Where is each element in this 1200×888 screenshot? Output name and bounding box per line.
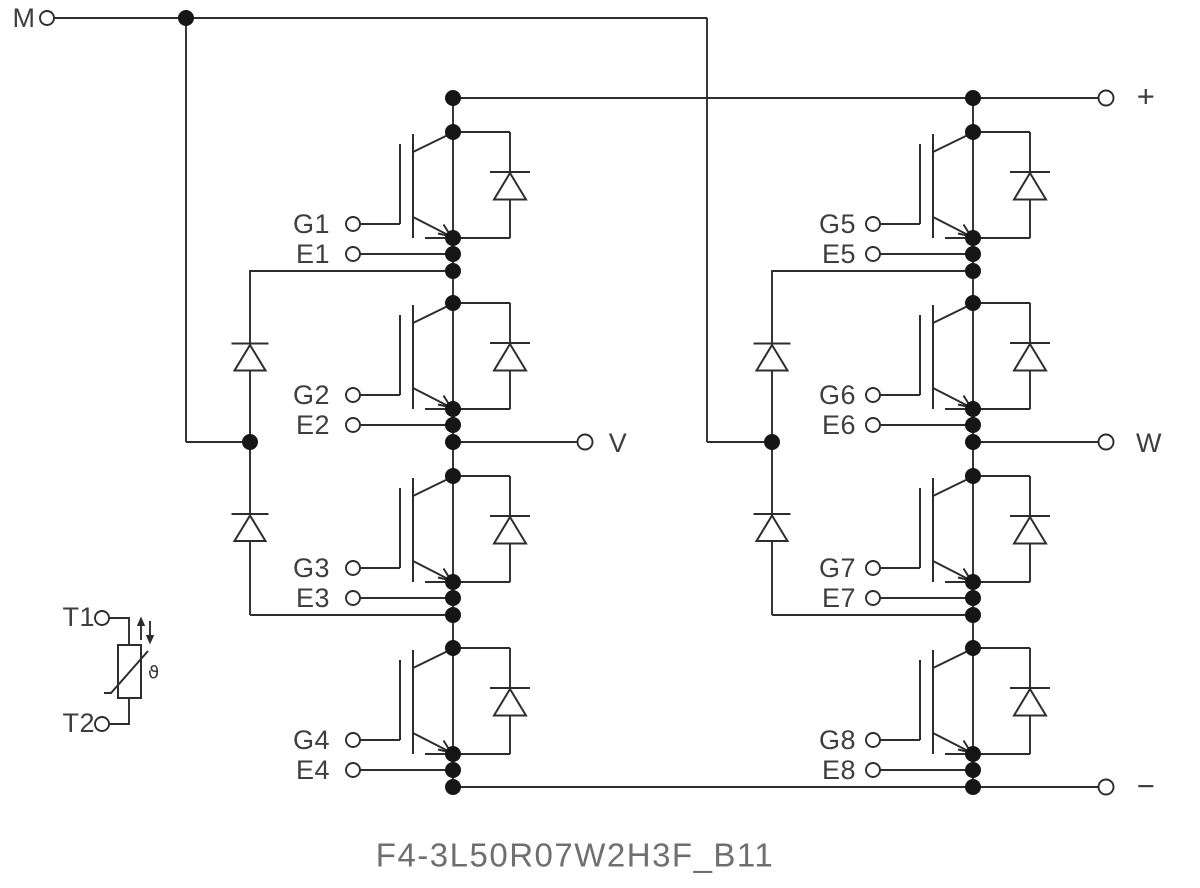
emitter-label-e1: E1 — [296, 239, 330, 269]
emitter-label-e7: E7 — [822, 583, 856, 613]
gate-label-g2: G2 — [293, 380, 330, 410]
terminal-minus — [1097, 778, 1115, 796]
gate-label-g7: G7 — [819, 553, 856, 583]
igbt-cell-q7 — [865, 467, 1051, 624]
clamp-diode-right-lower — [752, 513, 792, 542]
thermistor-body — [117, 644, 142, 699]
junction-dot — [242, 434, 258, 450]
wiring — [54, 17, 1099, 788]
terminal-plus — [1097, 89, 1115, 107]
thermistor-leads — [109, 617, 130, 725]
terminal-label-t2: T2 — [62, 708, 95, 738]
junction-dot — [445, 90, 461, 106]
terminal-t2 — [94, 716, 110, 732]
gate-label-g6: G6 — [819, 380, 856, 410]
part-number-title: F4-3L50R07W2H3F_B11 — [376, 837, 774, 874]
terminal-w — [1097, 433, 1115, 451]
gate-label-g1: G1 — [293, 209, 330, 239]
m-bus-wire — [54, 17, 772, 443]
gate-label-g8: G8 — [819, 725, 856, 755]
junction-dot — [965, 90, 981, 106]
igbt-cell-q8 — [865, 639, 1051, 796]
theta-symbol: ϑ — [148, 663, 159, 684]
terminal-label-t1: T1 — [62, 602, 95, 632]
terminal-label-w: W — [1136, 428, 1162, 458]
terminal-label-minus: − — [1137, 769, 1156, 804]
terminal-label-m: M — [13, 3, 36, 33]
junction-dot — [178, 10, 194, 26]
leg-w-pin-labels: G5 E5 G6 E6 G7 E7 G8 E8 — [819, 209, 856, 785]
junction-dot — [764, 434, 780, 450]
terminal-v — [576, 433, 594, 451]
bus-junction-dots — [178, 10, 981, 450]
clamp-diode-left-lower — [230, 513, 270, 542]
terminal-label-plus: + — [1137, 79, 1156, 114]
igbt-cell-q4 — [345, 639, 531, 796]
gate-label-g4: G4 — [293, 725, 330, 755]
temperature-arrows-icon — [136, 616, 155, 645]
clamp-diode-left-upper — [230, 342, 270, 372]
thermistor-diagonal — [104, 650, 149, 694]
emitter-label-e4: E4 — [296, 755, 330, 785]
emitter-label-e8: E8 — [822, 755, 856, 785]
emitter-label-e3: E3 — [296, 583, 330, 613]
terminal-t1 — [94, 610, 110, 626]
leg-v-pin-labels: G1 E1 G2 E2 G3 E3 G4 E4 — [293, 209, 330, 785]
igbt-cell-q1 — [345, 123, 531, 280]
gate-label-g5: G5 — [819, 209, 856, 239]
igbt-cell-q5 — [865, 123, 1051, 280]
gate-label-g3: G3 — [293, 553, 330, 583]
terminal-m — [39, 10, 55, 26]
clamp-diode-right-upper — [752, 342, 792, 372]
emitter-label-e6: E6 — [822, 410, 856, 440]
emitter-label-e2: E2 — [296, 410, 330, 440]
emitter-label-e5: E5 — [822, 239, 856, 269]
igbt-cell-q3 — [345, 467, 531, 624]
igbt-cell-q2 — [345, 294, 531, 451]
ntc-thermistor: ϑ — [94, 610, 159, 732]
igbt-cell-q6 — [865, 294, 1051, 451]
terminal-label-v: V — [609, 428, 628, 458]
